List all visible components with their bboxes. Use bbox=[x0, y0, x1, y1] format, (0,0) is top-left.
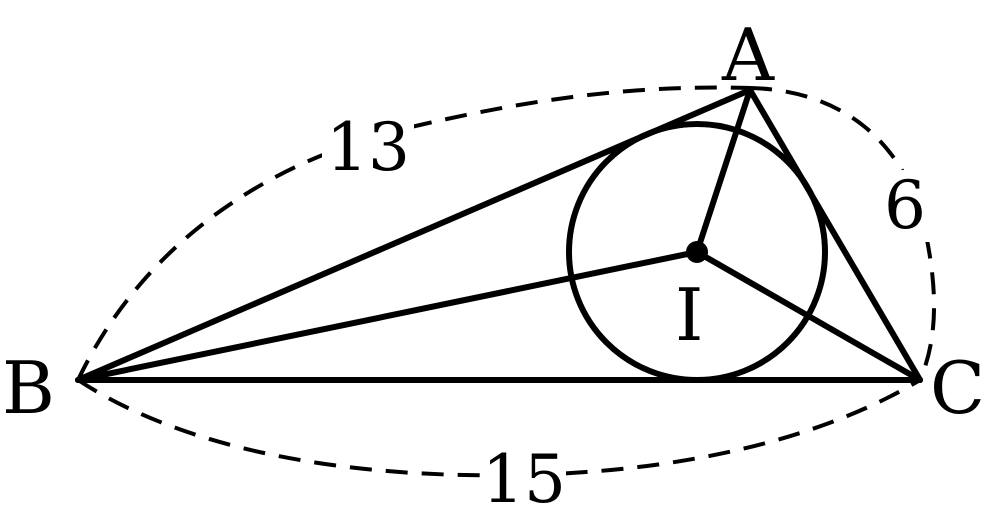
vertex-label-b: B bbox=[2, 346, 55, 430]
length-label-ac: 6 bbox=[884, 167, 926, 244]
length-label-bc: 15 bbox=[482, 441, 566, 518]
vertex-label-a: A bbox=[721, 13, 775, 97]
segment-ib bbox=[75, 249, 700, 383]
incircle bbox=[566, 121, 828, 383]
incenter-point bbox=[686, 241, 708, 263]
ab-label-mask bbox=[322, 102, 414, 180]
vertex-label-c: C bbox=[930, 346, 985, 430]
dimension-arc-ab bbox=[76, 85, 751, 381]
segment-ia bbox=[694, 87, 753, 255]
ac-label-mask bbox=[878, 170, 932, 242]
incenter-label: I bbox=[675, 273, 703, 357]
edge-ac bbox=[747, 87, 923, 383]
length-label-ab: 13 bbox=[326, 109, 410, 186]
segment-ic bbox=[694, 249, 923, 383]
bc-label-mask bbox=[480, 440, 566, 512]
